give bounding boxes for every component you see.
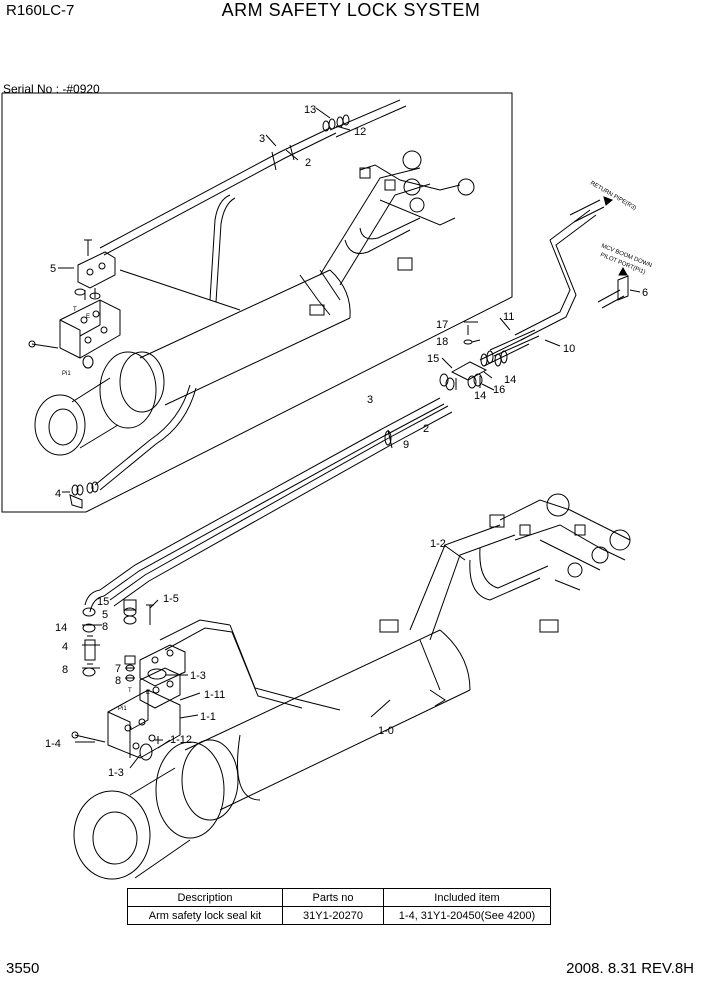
callout-18: 18: [436, 336, 448, 348]
callout-2: 2: [423, 423, 429, 435]
callout-17: 17: [436, 319, 448, 331]
callout-12: 12: [354, 126, 366, 138]
page-title: ARM SAFETY LOCK SYSTEM: [221, 0, 481, 20]
port-t-label: T: [73, 307, 77, 313]
callout-9: 9: [403, 439, 409, 451]
port-pi1-label: Pi1: [118, 706, 127, 712]
callout-1-11: 1-11: [204, 689, 225, 701]
callout-8: 8: [62, 664, 68, 676]
table-header-row: Description Parts no Included item: [127, 888, 551, 907]
callout-1-4: 1-4: [45, 738, 61, 750]
callout-14: 14: [504, 374, 516, 386]
callout-4: 4: [62, 641, 68, 653]
callout-11: 11: [503, 311, 514, 323]
callout-2: 2: [305, 157, 311, 169]
table-cell: 31Y1-20270: [282, 906, 384, 925]
right-connection-group: [439, 196, 641, 391]
callout-1-3: 1-3: [190, 670, 206, 682]
callout-7: 7: [115, 663, 121, 675]
port-e-label: E: [146, 690, 150, 696]
callout-10: 10: [563, 343, 575, 355]
model-number: R160LC-7: [6, 2, 75, 19]
callout-3: 3: [367, 394, 373, 406]
page-number: 3550: [6, 960, 40, 977]
callout-1-3: 1-3: [108, 767, 124, 779]
callout-15: 15: [97, 596, 109, 608]
callout-8: 8: [115, 675, 121, 687]
callout-14: 14: [55, 622, 67, 634]
callout-14: 14: [474, 390, 486, 402]
callout-labels: 13 12 3 2 5 4 Pi1 T E 17 18 15 14 16 14 …: [45, 104, 653, 779]
callout-1-12: 1-12: [170, 734, 192, 746]
callout-4: 4: [55, 488, 61, 500]
return-pipe-label: RETURN PIPE(R3): [589, 181, 637, 212]
parts-table: Description Parts no Included item Arm s…: [127, 888, 551, 925]
port-e-label: E: [86, 314, 90, 320]
detail-frame: [1, 92, 513, 513]
callout-13: 13: [304, 104, 316, 116]
column-header: Included item: [383, 888, 551, 907]
lower-cylinder: [71, 397, 631, 880]
callout-1-5: 1-5: [163, 593, 179, 605]
column-header: Parts no: [282, 888, 384, 907]
callout-8: 8: [102, 621, 108, 633]
callout-1-1: 1-1: [200, 711, 216, 723]
callout-3: 3: [259, 133, 265, 145]
port-pi1-label: Pi1: [62, 371, 71, 377]
callout-1-2: 1-2: [430, 538, 446, 550]
callout-5: 5: [102, 609, 108, 621]
revision-date: 2008. 8.31 REV.8H: [566, 960, 694, 977]
table-row: Arm safety lock seal kit 31Y1-20270 1-4,…: [127, 906, 551, 925]
table-cell: Arm safety lock seal kit: [127, 906, 283, 925]
column-header: Description: [127, 888, 283, 907]
table-cell: 1-4, 31Y1-20450(See 4200): [383, 906, 551, 925]
callout-1-0: 1-0: [378, 725, 394, 737]
callout-6: 6: [642, 287, 648, 299]
upper-cylinder: [28, 99, 475, 509]
callout-16: 16: [493, 384, 505, 396]
callout-15: 15: [427, 353, 439, 365]
callout-5: 5: [50, 263, 56, 275]
port-t-label: T: [128, 688, 132, 694]
